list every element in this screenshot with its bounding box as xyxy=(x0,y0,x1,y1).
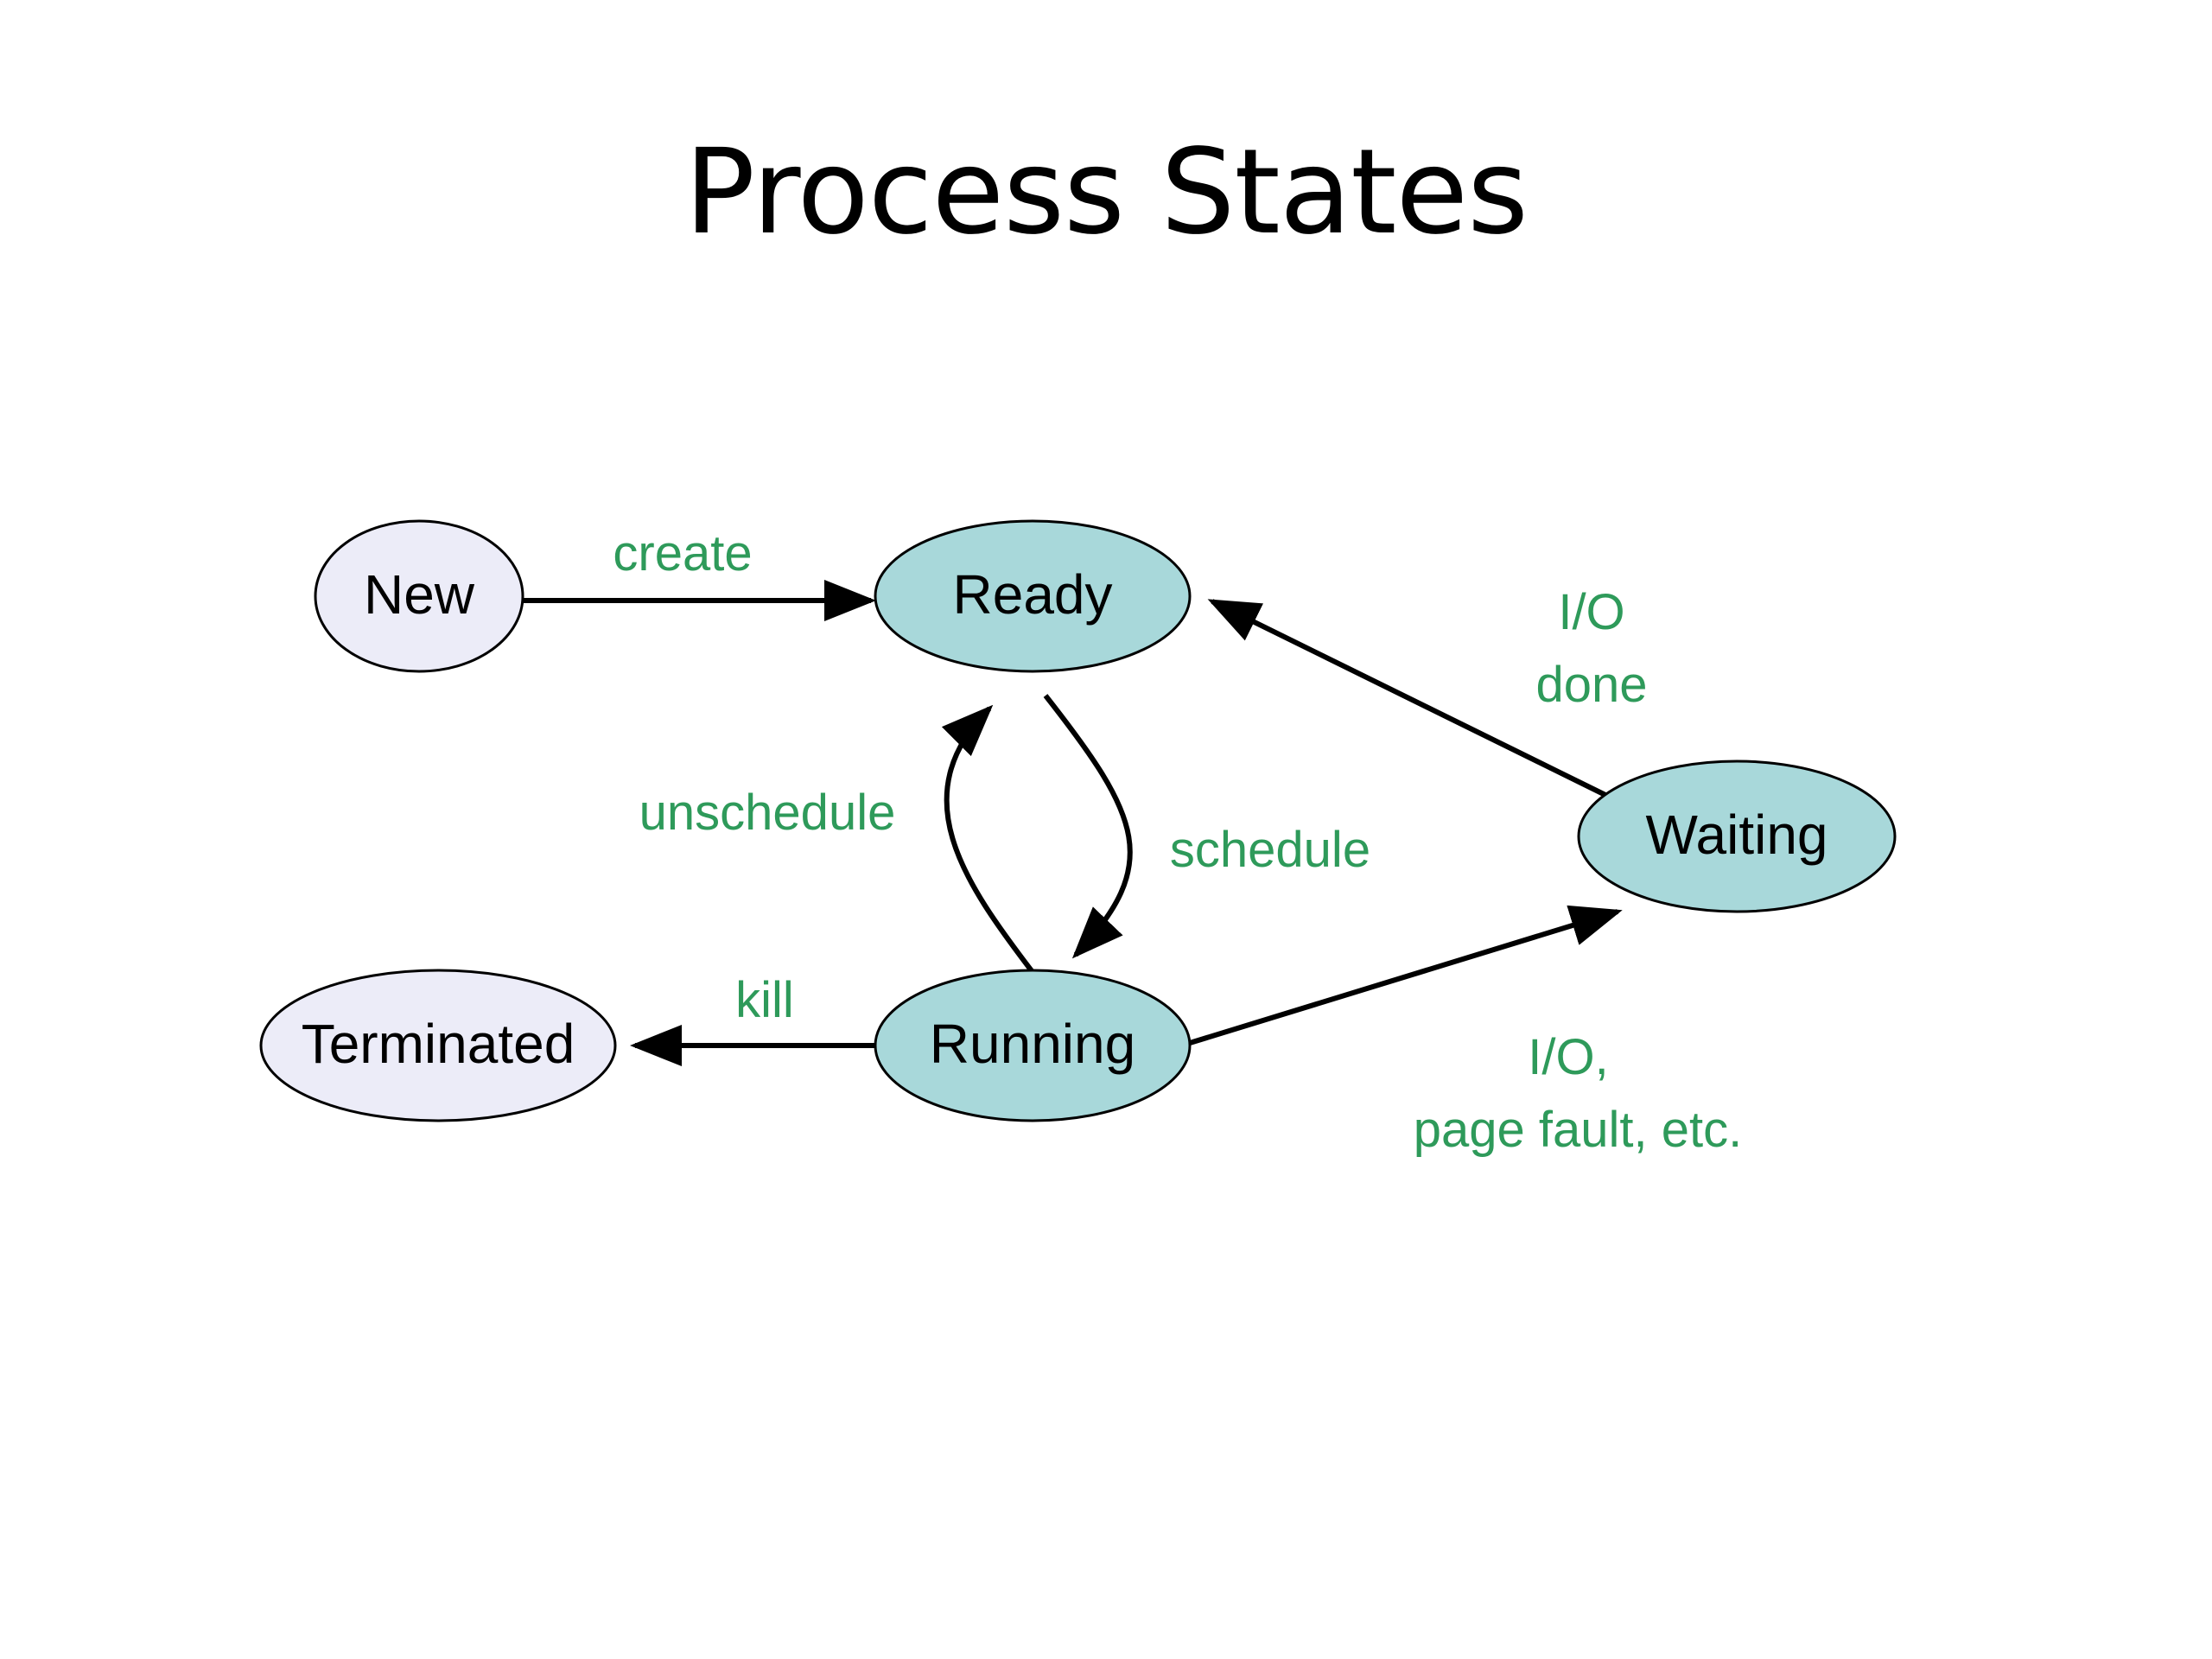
state-label-ready: Ready xyxy=(953,563,1113,626)
edge-label-create: create xyxy=(613,525,752,582)
state-label-running: Running xyxy=(930,1013,1135,1075)
edge-label-io-done-line1: I/O xyxy=(1558,584,1624,640)
state-node-ready-shape xyxy=(874,519,1192,673)
edge-running-to-waiting-arrow xyxy=(1189,905,1623,1046)
edge-ready-to-running-arrow xyxy=(1043,694,1133,959)
edge-label-unschedule: unschedule xyxy=(639,785,896,841)
state-node-ready: Ready xyxy=(874,519,1192,673)
edge-label-schedule: schedule xyxy=(1170,822,1370,878)
edge-waiting-to-ready-arrow xyxy=(1207,599,1611,799)
state-label-waiting: Waiting xyxy=(1645,804,1827,866)
state-node-terminated: Terminated xyxy=(259,969,617,1122)
edge-label-io-wait-line1: I/O, xyxy=(1528,1029,1608,1085)
state-node-new-shape xyxy=(314,519,524,673)
state-node-new: New xyxy=(314,519,524,673)
slide-title: Process States xyxy=(684,124,1529,261)
edge-label-io-done-line2: done xyxy=(1535,657,1647,713)
state-label-new: New xyxy=(364,563,475,626)
state-label-terminated: Terminated xyxy=(302,1013,575,1075)
state-node-terminated-shape xyxy=(259,969,617,1122)
state-node-waiting: Waiting xyxy=(1577,760,1897,913)
edge-running-to-ready-arrow xyxy=(941,704,1035,974)
edge-label-io-wait-line2: page fault, etc. xyxy=(1414,1102,1742,1158)
state-node-running-shape xyxy=(874,969,1192,1122)
state-node-waiting-shape xyxy=(1577,760,1897,913)
edge-label-kill: kill xyxy=(735,972,794,1028)
state-node-running: Running xyxy=(874,969,1192,1122)
